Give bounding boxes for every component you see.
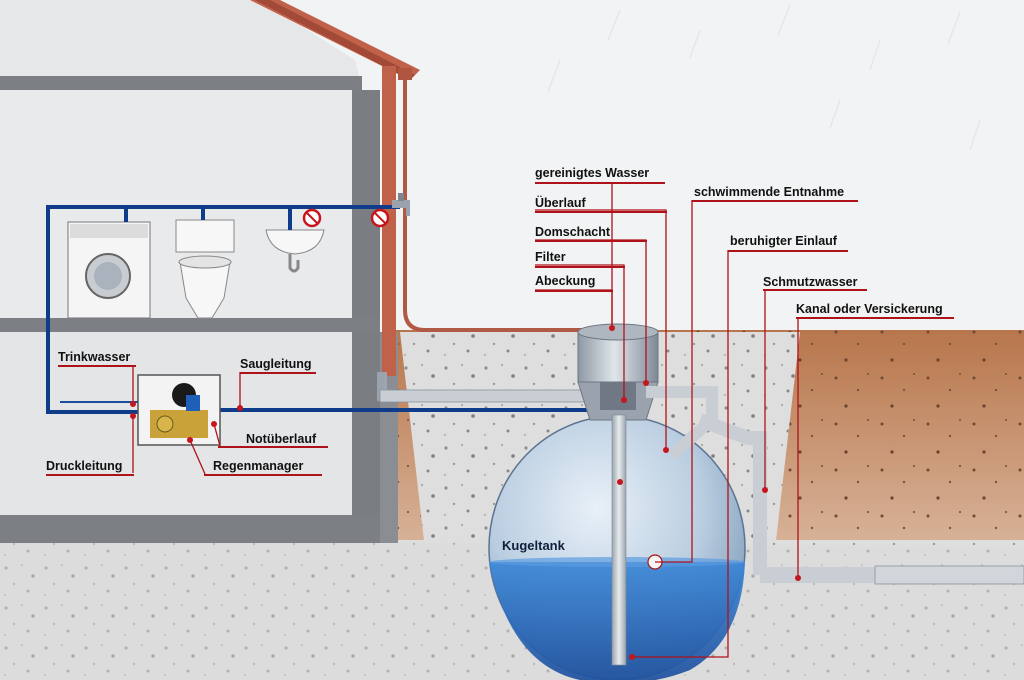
label-kanal: Kanal oder Versickerung	[796, 302, 943, 316]
label-underline	[46, 474, 134, 476]
label-underline	[535, 266, 625, 268]
label-domschacht: Domschacht	[535, 225, 611, 239]
washing-machine-icon	[67, 221, 151, 319]
label-gereinigtes-wasser: gereinigtes Wasser	[535, 166, 650, 180]
label-underline	[58, 365, 136, 367]
label-underline	[763, 289, 867, 291]
label-kugeltank: Kugeltank	[502, 538, 565, 553]
label-saugleitung: Saugleitung	[240, 357, 312, 371]
label-beruhigter-einlauf: beruhigter Einlauf	[730, 234, 837, 248]
label-underline	[535, 182, 665, 184]
label-underline	[204, 474, 322, 476]
label-underline	[218, 446, 328, 448]
tap-icon	[392, 193, 410, 216]
label-underline	[240, 372, 316, 374]
pump-icon	[137, 374, 221, 446]
label-underline	[796, 317, 954, 319]
sink-icon	[265, 229, 325, 273]
toilet-icon	[175, 219, 235, 319]
label-filter: Filter	[535, 250, 566, 264]
label-abdeckung: Abeckung	[535, 274, 596, 288]
label-underline	[728, 250, 848, 252]
label-underline	[535, 240, 647, 242]
label-underline	[535, 290, 613, 292]
label-schwimmende-entnahme: schwimmende Entnahme	[694, 185, 845, 199]
label-schmutzwasser: Schmutzwasser	[763, 275, 858, 289]
label-trinkwasser: Trinkwasser	[58, 350, 131, 364]
label-regenmanager: Regenmanager	[213, 459, 304, 473]
label-druckleitung: Druckleitung	[46, 459, 123, 473]
label-underline	[692, 200, 858, 202]
label-notueberlauf: Notüberlauf	[246, 432, 317, 446]
label-ueberlauf: Überlauf	[535, 196, 586, 210]
label-underline	[535, 211, 667, 213]
no-drinking-water-icon	[302, 208, 390, 228]
